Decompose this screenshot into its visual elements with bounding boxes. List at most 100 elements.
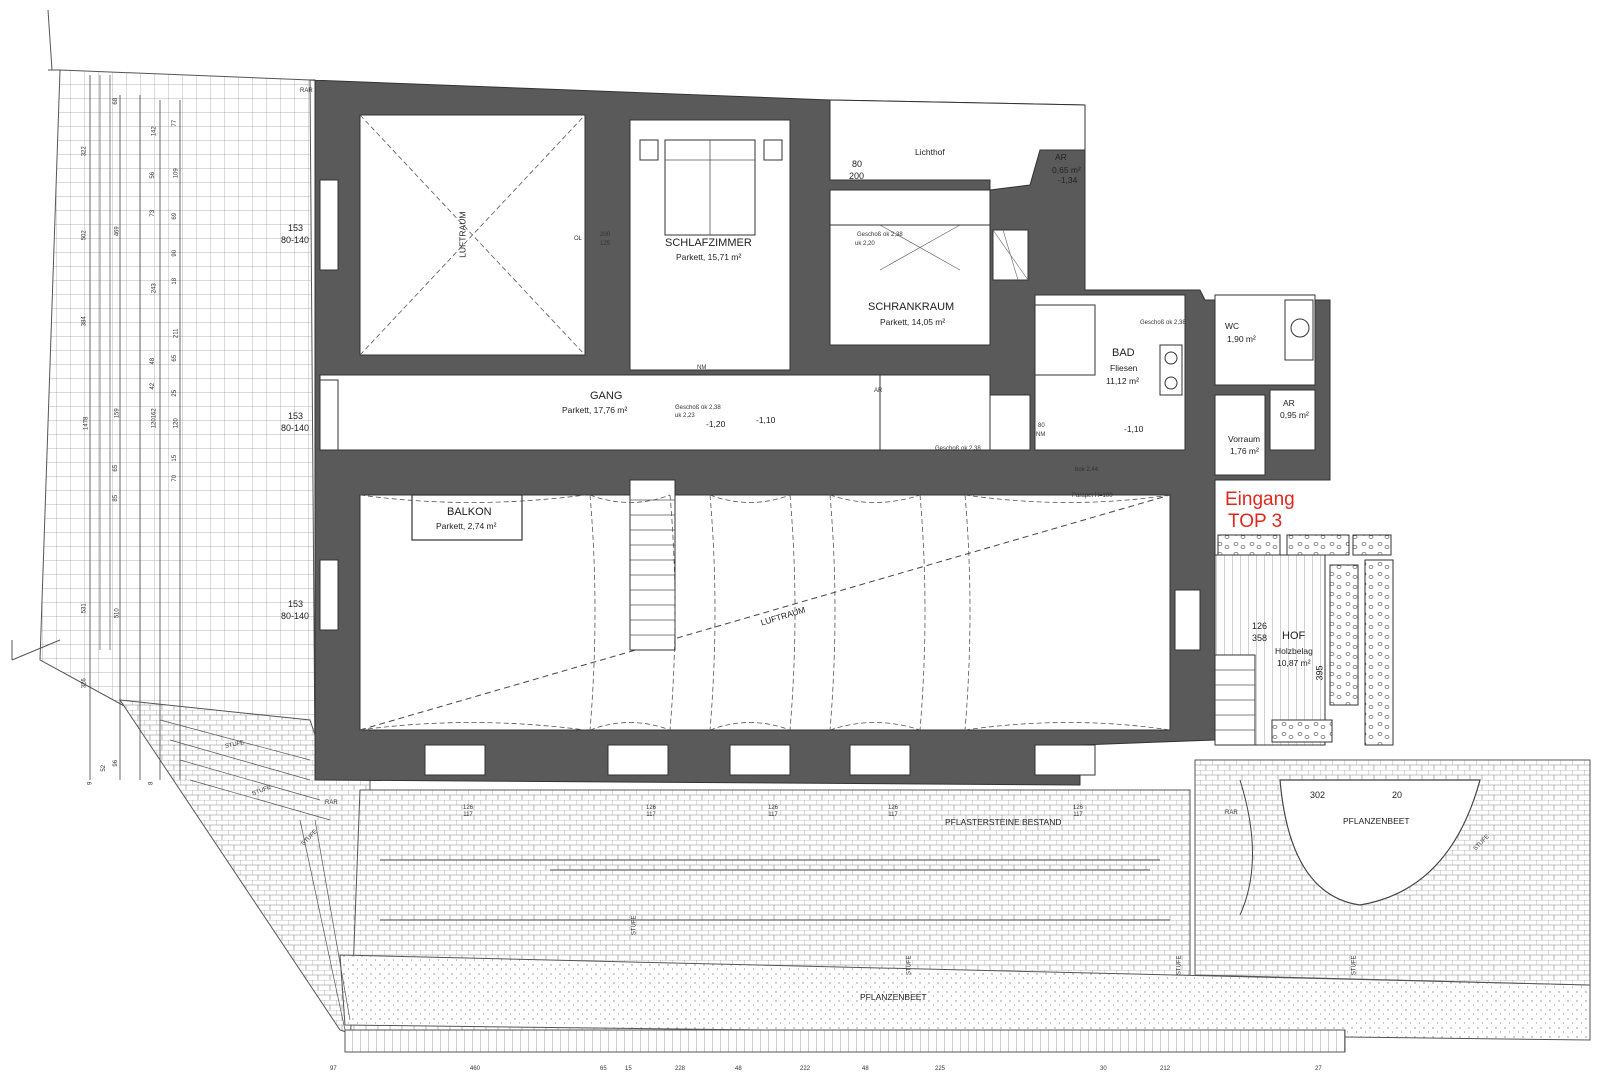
dim-80b: 80 <box>1038 423 1045 429</box>
left-dim-label: 90 <box>172 249 179 257</box>
bad-name: BAD <box>1112 347 1135 359</box>
bwin-1: 126 117 <box>462 805 473 818</box>
vorraum-name: Vorraum <box>1228 434 1261 444</box>
ar-top-level: -1,34 <box>1058 175 1078 185</box>
bottom-dim-label: 15 <box>625 1066 632 1072</box>
hof-name: HOF <box>1282 630 1306 642</box>
left-dim-label: 42 <box>150 382 157 390</box>
ar-top-sub: 0,65 m² <box>1052 165 1081 175</box>
balkon-name: BALKON <box>447 506 492 518</box>
bwin-4: 126 117 <box>887 805 898 818</box>
left-dim-label: 322 <box>81 146 88 157</box>
stufe-5: STUFE <box>906 955 913 976</box>
lichthof-label: Lichthof <box>915 147 945 157</box>
left-dim-label: 120 <box>151 418 158 429</box>
left-dim-label: 159 <box>114 408 121 419</box>
entrance-line2: TOP 3 <box>1228 511 1283 532</box>
left-dim-label: 25 <box>172 389 179 397</box>
left-dim-label: 162 <box>151 408 158 419</box>
level-3: -1,10 <box>1124 424 1144 434</box>
sz-dim-a: 200 <box>600 232 611 238</box>
pflanzenbeet-bottom: PFLANZENBEET <box>860 992 927 1002</box>
bwin-3: 126 117 <box>767 805 778 818</box>
win-dim-2b: 80-140 <box>281 423 310 433</box>
planter-bottom <box>1271 719 1333 743</box>
wc-sub: 1,90 m² <box>1227 334 1256 344</box>
left-dim-label: 65 <box>113 464 120 472</box>
left-dim-label: 502 <box>81 230 88 241</box>
ar-small-sub: 0,95 m² <box>1280 410 1309 420</box>
bottom-dim-label: 97 <box>330 1066 337 1072</box>
wc-name: WC <box>1225 321 1240 331</box>
left-dim-label: 96 <box>113 759 120 767</box>
left-dim-label: 142 <box>151 126 158 137</box>
gang-sub: Parkett, 17,76 m² <box>562 405 628 415</box>
dim-200: 200 <box>849 171 865 181</box>
rar-3: RAR <box>1225 810 1238 816</box>
left-dim-label: 56 <box>150 171 157 179</box>
bottom-dim-label: 225 <box>935 1066 946 1072</box>
left-dim-label: 65 <box>172 354 179 362</box>
left-dim-label: 9 <box>87 781 94 785</box>
bad-sub2: 11,12 m² <box>1106 376 1139 386</box>
parapet-note: Parapet H=100 <box>1072 493 1113 499</box>
left-dim-label: 48 <box>150 357 157 365</box>
room-schrankraum <box>829 224 991 346</box>
win-dim-1b: 80-140 <box>281 235 310 245</box>
stufe-7: STUFE <box>1351 955 1358 976</box>
bottom-dim-label: 460 <box>470 1066 481 1072</box>
gesch-note-3: Geschoß ok 2,38 <box>935 446 981 452</box>
win-dim-1a: 153 <box>288 223 304 233</box>
planter-side-2 <box>1364 559 1394 746</box>
hof-sub2: 10,87 m² <box>1277 658 1311 668</box>
luftraum-top-label: LUFTRAUM <box>457 211 468 258</box>
terrace-border <box>11 9 61 661</box>
dim-20: 20 <box>1392 790 1403 800</box>
dim-358: 358 <box>1252 633 1268 643</box>
schrankraum-name: SCHRANKRAUM <box>868 301 955 313</box>
left-dim-label: 77 <box>172 119 179 127</box>
left-dim-label: 15 <box>172 454 179 462</box>
win-dim-2a: 153 <box>288 411 304 421</box>
stufe-4: STUFE <box>631 915 638 936</box>
planter-top-2 <box>1286 534 1350 556</box>
left-dim-label: 8 <box>148 781 155 785</box>
stufe-6: STUFE <box>1176 955 1183 976</box>
left-dim-label: 109 <box>173 168 180 179</box>
left-dim-label: 510 <box>114 608 121 619</box>
lichthof <box>829 99 1086 191</box>
level-2: -1,10 <box>756 415 776 425</box>
left-dim-label: 85 <box>113 494 120 502</box>
ar-top-name: AR <box>1055 152 1067 162</box>
bottom-dim-label: 212 <box>1160 1066 1171 1072</box>
schlafzimmer-name: SCHLAFZIMMER <box>665 237 752 249</box>
left-dim-label: 469 <box>114 226 121 237</box>
schlafzimmer-sub: Parkett, 15,71 m² <box>676 252 742 262</box>
planter-top-3 <box>1352 534 1392 556</box>
bottom-dim-label: 30 <box>1100 1066 1107 1072</box>
room-gang <box>319 374 881 451</box>
rar-2: RAR <box>325 800 338 806</box>
balkon-sub: Parkett, 2,74 m² <box>436 521 497 531</box>
ar-small-name: AR <box>1283 398 1295 408</box>
gesch-note-4: Geschoß ok 2,38 <box>1140 320 1186 326</box>
left-dim-label: 52 <box>101 764 108 772</box>
hof-sub1: Holzbelag <box>1275 646 1313 656</box>
bottom-dim-label: 27 <box>1315 1066 1322 1072</box>
left-dim-label: 120 <box>173 418 180 429</box>
left-dim-label: 1478 <box>83 416 90 430</box>
pflanzenbeet-right-shape <box>1279 779 1481 906</box>
left-dim-label: 531 <box>81 603 88 614</box>
gesch-note-2: Geschoß ok 2,38 <box>675 405 721 411</box>
left-dim-label: 73 <box>150 209 157 217</box>
dim-395: 395 <box>1314 665 1325 681</box>
left-dim-label: 211 <box>173 328 180 339</box>
bottom-dim-label: 65 <box>600 1066 607 1072</box>
level-1: -1,20 <box>706 419 726 429</box>
bottom-dim-label: 228 <box>675 1066 686 1072</box>
left-dim-label: 18 <box>172 277 179 285</box>
bottom-dim-label: 48 <box>735 1066 742 1072</box>
pflastersteine-label: PFLASTERSTEINE BESTAND <box>945 817 1062 827</box>
planter-side-1 <box>1329 564 1359 706</box>
